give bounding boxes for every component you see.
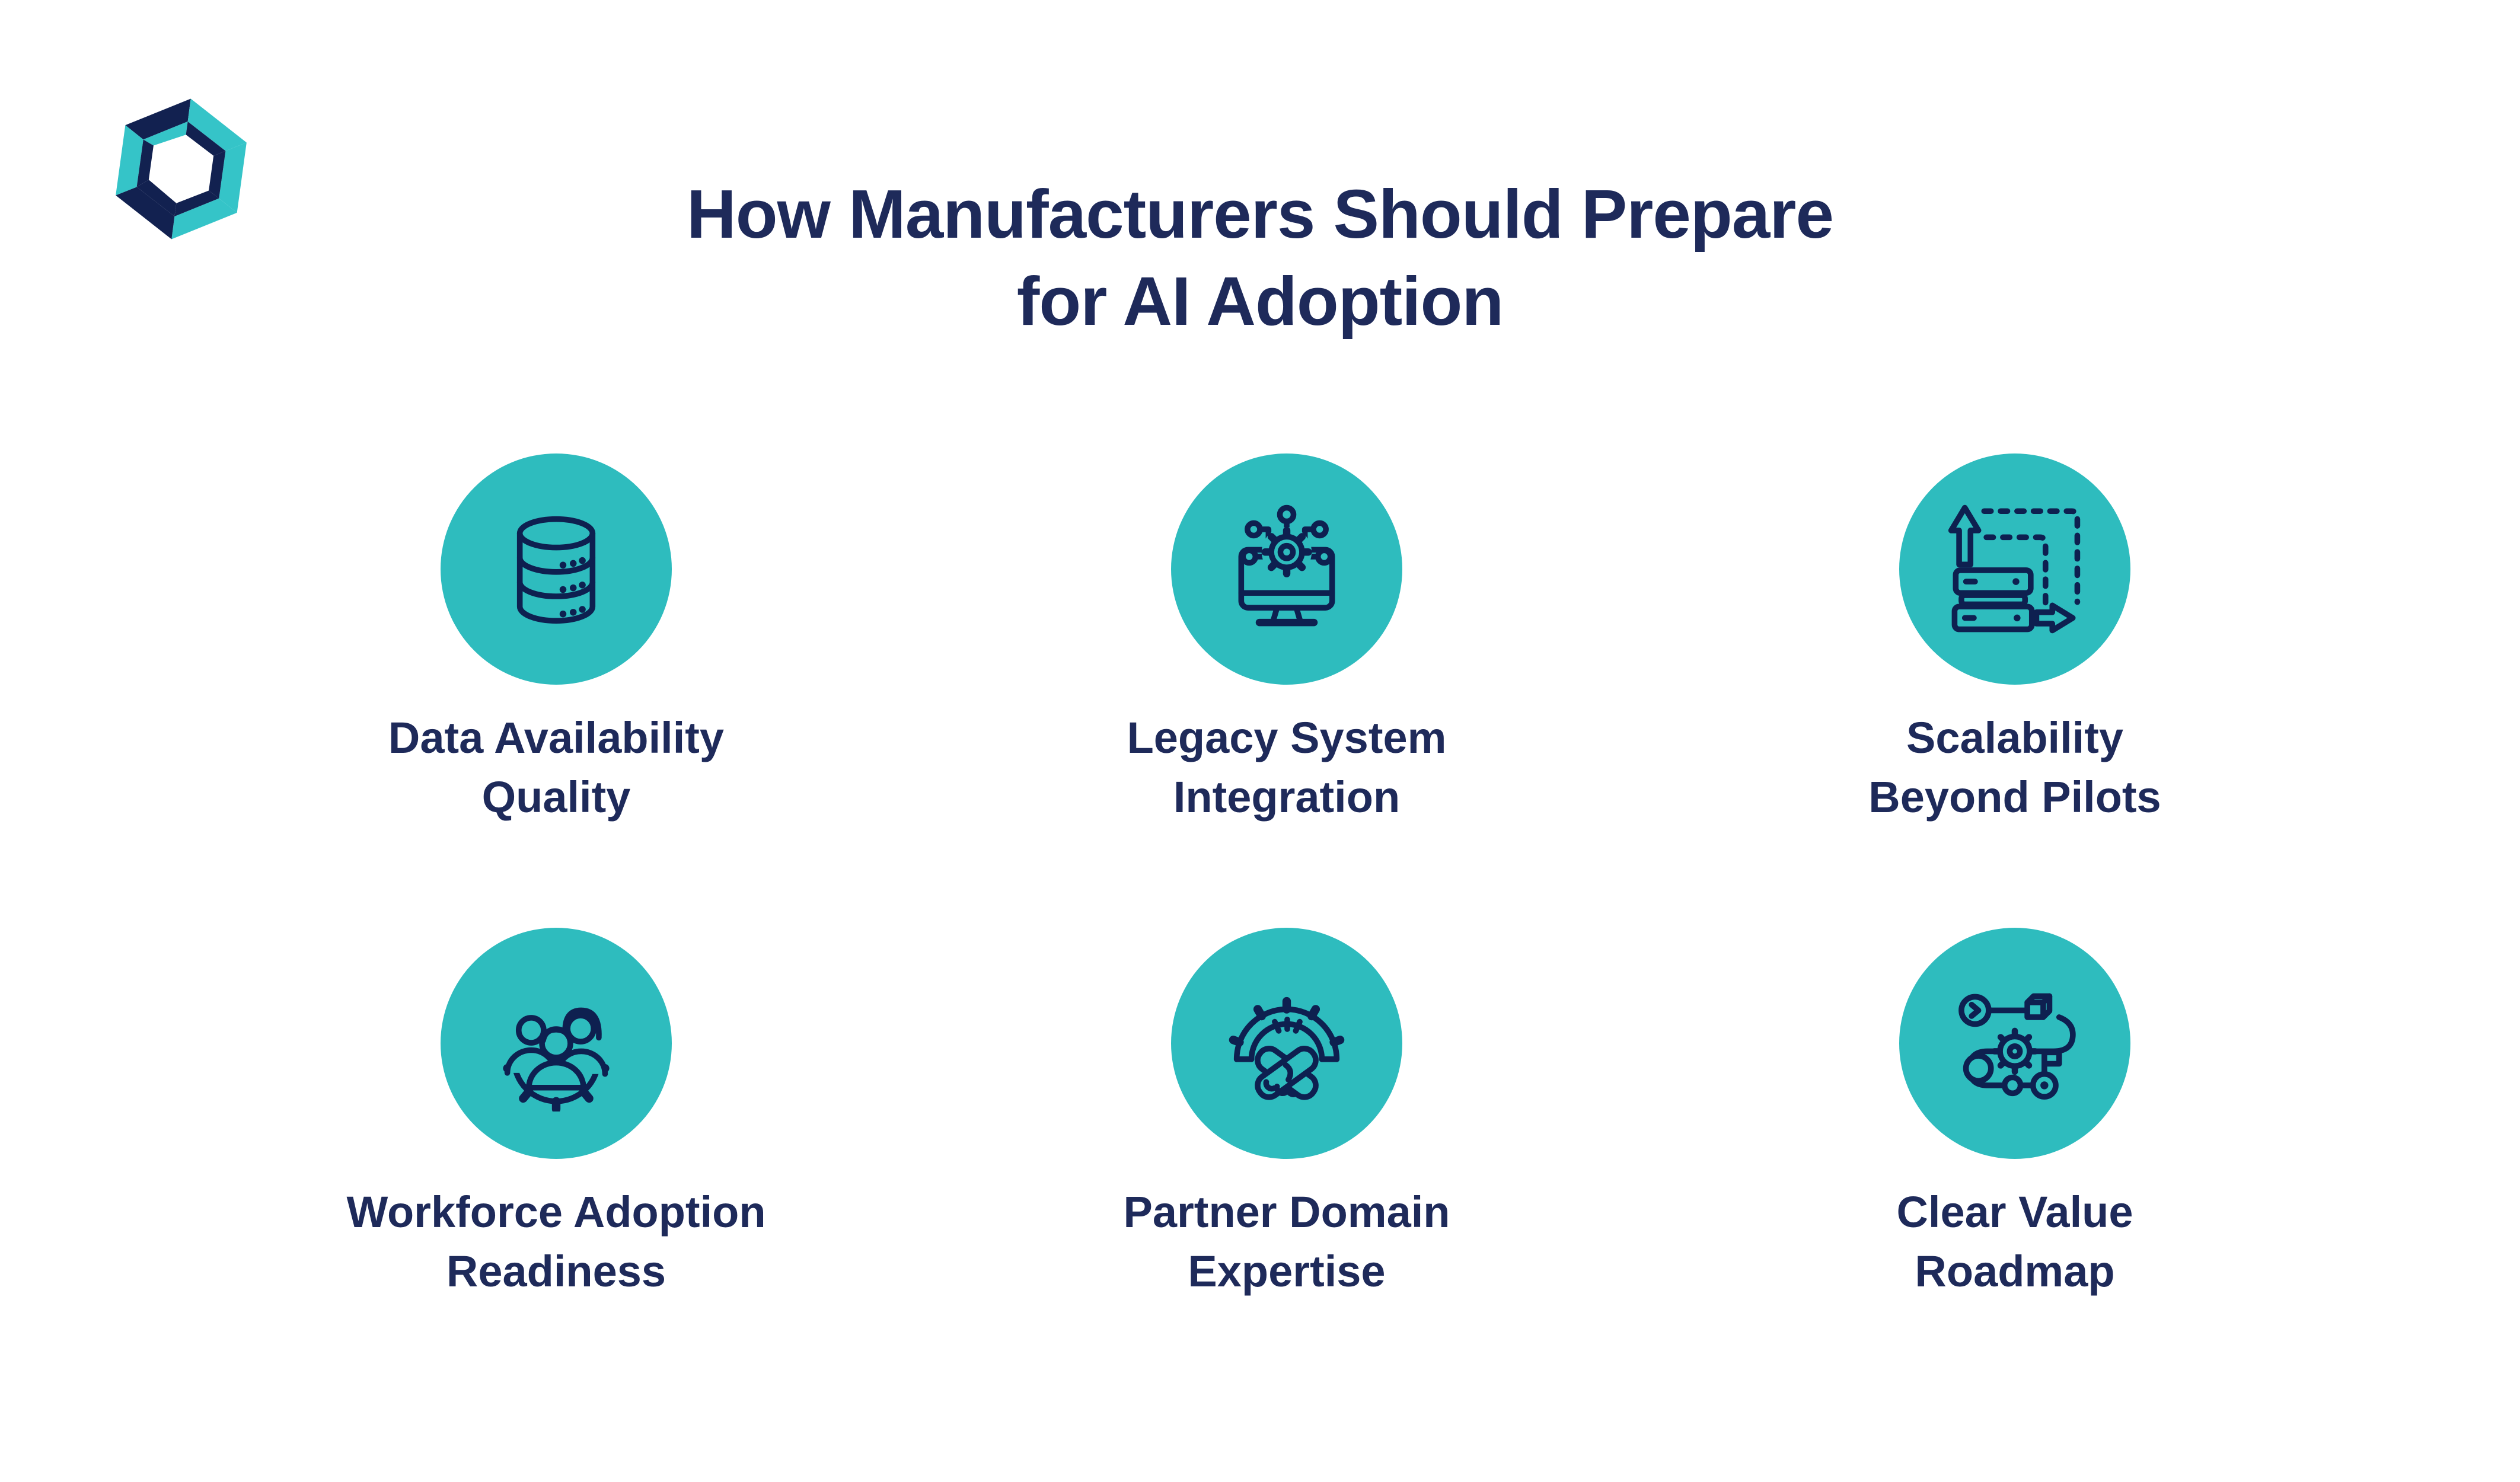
icon-circle bbox=[441, 928, 672, 1159]
icon-circle bbox=[1899, 928, 2130, 1159]
icon-circle bbox=[1171, 453, 1402, 685]
item-label: Legacy System Integration bbox=[961, 708, 1613, 827]
item-label-line1: Data Availability bbox=[388, 713, 725, 762]
item-label: Partner Domain Expertise bbox=[961, 1183, 1613, 1301]
item-label-line2: Beyond Pilots bbox=[1868, 772, 2161, 822]
item-label-line1: Partner Domain bbox=[1123, 1187, 1450, 1237]
item-workforce: Workforce Adoption Readiness bbox=[230, 928, 882, 1301]
item-legacy-system: Legacy System Integration bbox=[961, 453, 1613, 827]
item-label-line2: Readiness bbox=[446, 1246, 666, 1296]
item-label-line1: Scalability bbox=[1906, 713, 2124, 762]
item-label: Data Availability Quality bbox=[230, 708, 882, 827]
item-scalability: Scalability Beyond Pilots bbox=[1689, 453, 2341, 827]
icon-circle bbox=[1899, 453, 2130, 685]
item-roadmap: Clear Value Roadmap bbox=[1689, 928, 2341, 1301]
roadmap-icon bbox=[1958, 993, 2076, 1100]
workforce-icon bbox=[503, 1007, 610, 1112]
item-label: Workforce Adoption Readiness bbox=[230, 1183, 882, 1301]
page-title-line2: for AI Adoption bbox=[1016, 263, 1504, 340]
database-icon bbox=[516, 516, 596, 624]
page-title: How Manufacturers Should Prepare for AI … bbox=[0, 171, 2520, 346]
item-label-line1: Clear Value bbox=[1896, 1187, 2133, 1237]
interlocked-hexagon-logo bbox=[109, 94, 254, 244]
item-label: Scalability Beyond Pilots bbox=[1689, 708, 2341, 827]
legacy-system-icon bbox=[1238, 504, 1335, 627]
page-title-line1: How Manufacturers Should Prepare bbox=[687, 175, 1834, 253]
item-label-line1: Workforce Adoption bbox=[346, 1187, 766, 1237]
item-label-line2: Expertise bbox=[1188, 1246, 1386, 1296]
partnership-icon bbox=[1229, 996, 1345, 1100]
icon-circle bbox=[441, 453, 672, 685]
item-label: Clear Value Roadmap bbox=[1689, 1183, 2341, 1301]
hexagon-logo-graphic bbox=[116, 98, 247, 239]
icon-circle bbox=[1171, 928, 1402, 1159]
item-label-line1: Legacy System bbox=[1127, 713, 1447, 762]
scalability-icon bbox=[1948, 504, 2081, 634]
item-partnership: Partner Domain Expertise bbox=[961, 928, 1613, 1301]
item-label-line2: Integration bbox=[1173, 772, 1401, 822]
item-label-line2: Quality bbox=[481, 772, 631, 822]
item-data-availability: Data Availability Quality bbox=[230, 453, 882, 827]
item-label-line2: Roadmap bbox=[1915, 1246, 2115, 1296]
